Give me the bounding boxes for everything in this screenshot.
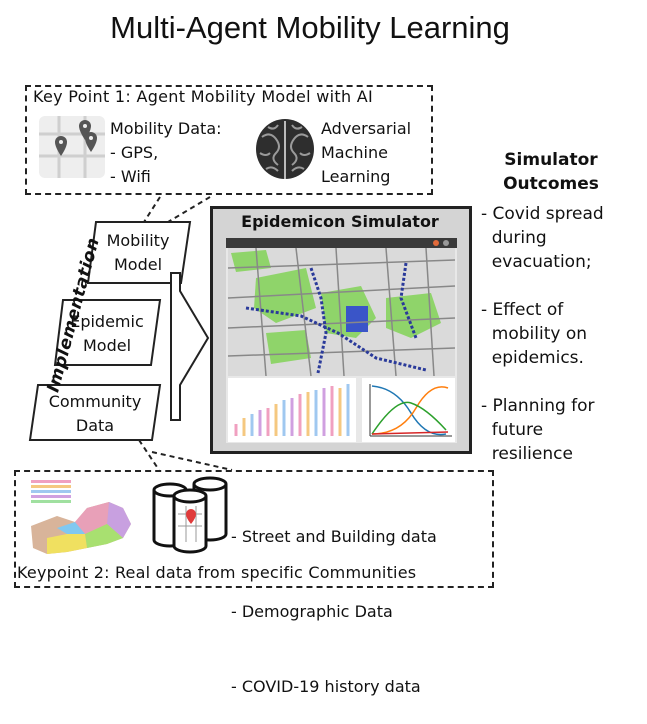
adversarial-line: Learning xyxy=(321,167,391,186)
key-point-2-label: Keypoint 2: Real data from specific Comm… xyxy=(17,563,417,582)
kp2-link-right xyxy=(151,451,233,471)
mobility-model-line: Mobility xyxy=(106,231,170,250)
outcome-item: - Covid spread during evacuation; xyxy=(481,204,604,272)
adversarial-ml-text: Adversarial Machine Learning xyxy=(321,117,411,189)
outcomes-heading: Simulator Outcomes xyxy=(486,148,616,196)
diagram-connectors xyxy=(28,196,233,471)
mobility-model-line: Model xyxy=(113,255,163,274)
community-data-line: Community xyxy=(48,392,142,411)
simulator-title: Epidemicon Simulator xyxy=(241,212,439,231)
adversarial-line: Adversarial xyxy=(321,119,412,138)
mobility-data-line: - GPS, xyxy=(110,143,159,162)
mobility-data-text: Mobility Data: - GPS, - Wifi xyxy=(110,117,222,189)
outcomes-list: - Covid spread during evacuation; - Effe… xyxy=(481,202,641,490)
diagram-title: Multi-Agent Mobility Learning xyxy=(110,10,510,45)
epidemic-model-label: Epidemic Model xyxy=(60,310,154,358)
implementation-arrow xyxy=(170,272,210,421)
brain-icon xyxy=(256,119,314,179)
epidemic-model-line: Model xyxy=(82,336,132,355)
mobility-data-line: Mobility Data: xyxy=(110,119,222,138)
region-map-icon xyxy=(31,480,131,554)
outcomes-heading-line: Outcomes xyxy=(503,174,599,194)
epidemic-model-line: Epidemic xyxy=(70,312,144,331)
kp2-link-left xyxy=(138,439,160,471)
outcome-item: - Planning for future resilience xyxy=(481,396,595,464)
simulator-screenshot xyxy=(226,238,457,443)
database-icon xyxy=(152,476,228,554)
adversarial-line: Machine xyxy=(321,143,388,162)
map-pin-icon xyxy=(39,116,105,178)
key-point-1-label: Key Point 1: Agent Mobility Model with A… xyxy=(33,87,374,106)
data-item: - Street and Building data xyxy=(231,527,437,546)
kp1-link-right xyxy=(162,196,211,226)
data-item: - Demographic Data xyxy=(231,602,393,621)
mobility-model-label: Mobility Model xyxy=(96,229,180,277)
community-data-list: - Street and Building data - Demographic… xyxy=(231,474,437,724)
outcomes-heading-line: Simulator xyxy=(504,150,598,170)
mobility-data-line: - Wifi xyxy=(110,167,151,186)
kp1-link-left xyxy=(143,196,161,223)
community-data-label: Community Data xyxy=(36,390,154,438)
key-point-2-box xyxy=(14,470,494,588)
outcome-item: - Effect of mobility on epidemics. xyxy=(481,300,588,368)
data-item: - COVID-19 history data xyxy=(231,677,421,696)
epidemic-model-shape xyxy=(53,299,162,366)
key-point-1-box xyxy=(25,85,433,195)
community-data-line: Data xyxy=(75,416,115,435)
community-data-shape xyxy=(28,384,162,441)
